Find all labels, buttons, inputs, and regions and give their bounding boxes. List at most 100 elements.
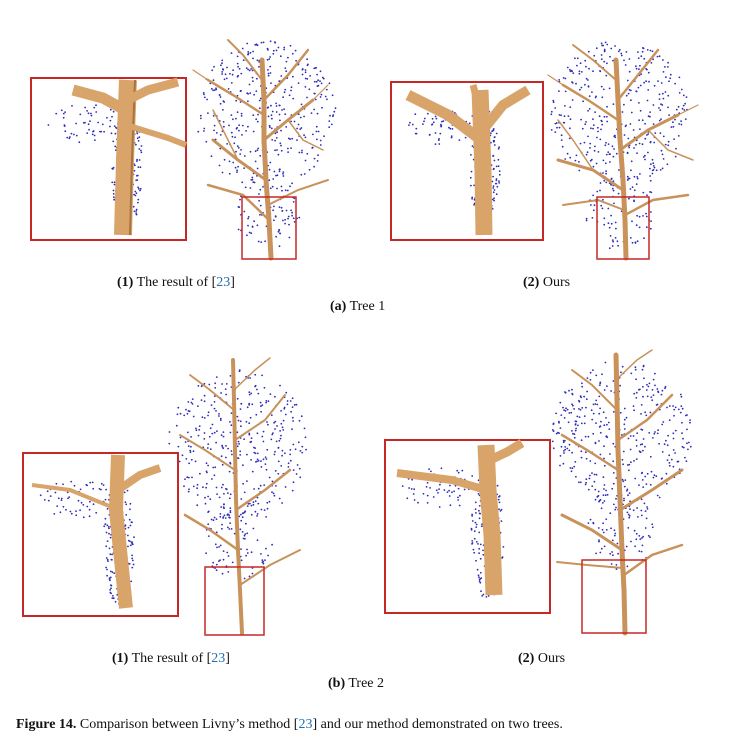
point <box>498 496 500 498</box>
point <box>55 482 58 485</box>
point <box>568 449 571 452</box>
point <box>591 485 594 487</box>
point <box>187 431 189 434</box>
point <box>674 452 676 454</box>
point <box>218 560 220 562</box>
point <box>245 522 247 525</box>
point <box>492 129 495 132</box>
point <box>454 484 457 487</box>
point <box>238 124 241 126</box>
point <box>124 501 127 504</box>
point <box>442 120 445 122</box>
point <box>299 128 302 130</box>
point <box>86 132 89 134</box>
point <box>635 65 637 68</box>
point <box>256 460 258 463</box>
point <box>272 52 275 55</box>
point <box>225 488 228 491</box>
point <box>272 178 275 180</box>
point <box>233 142 236 145</box>
point <box>256 452 259 455</box>
point <box>49 495 52 497</box>
point <box>319 80 321 82</box>
point <box>597 126 599 129</box>
point <box>640 550 643 553</box>
point <box>585 457 588 460</box>
point <box>283 48 285 51</box>
citation-link[interactable]: 23 <box>211 651 226 666</box>
point <box>238 443 241 445</box>
point <box>224 388 227 390</box>
point <box>198 428 201 431</box>
point <box>237 228 240 231</box>
point <box>256 513 259 515</box>
point <box>660 149 663 152</box>
point <box>230 450 233 452</box>
point <box>607 421 610 424</box>
point <box>600 119 603 122</box>
point <box>277 447 280 449</box>
citation-link[interactable]: 23 <box>216 275 231 290</box>
point <box>313 92 316 95</box>
point <box>210 404 213 406</box>
point <box>106 574 108 577</box>
point <box>316 73 318 76</box>
point <box>230 52 233 54</box>
point <box>221 383 224 385</box>
point <box>592 118 594 120</box>
citation-link[interactable]: 23 <box>298 717 313 732</box>
point <box>564 90 567 93</box>
point <box>107 560 109 562</box>
point <box>481 595 484 597</box>
point <box>79 509 81 512</box>
point <box>106 540 109 542</box>
point <box>56 505 59 507</box>
point <box>221 59 224 62</box>
point <box>493 199 495 202</box>
figure-label: Figure 14. <box>16 717 77 732</box>
point <box>296 127 298 130</box>
point <box>583 415 586 417</box>
point <box>628 58 631 60</box>
point <box>197 130 200 133</box>
point <box>207 511 210 513</box>
point <box>605 518 608 520</box>
point <box>642 47 644 49</box>
point <box>64 130 67 133</box>
point <box>470 184 472 187</box>
point <box>135 208 138 211</box>
point <box>665 472 668 475</box>
point <box>611 487 614 490</box>
point <box>591 472 593 474</box>
point <box>275 485 277 487</box>
point <box>550 110 553 113</box>
point <box>439 483 441 486</box>
point <box>564 105 566 107</box>
point <box>621 365 624 368</box>
point <box>574 423 577 426</box>
point <box>645 414 648 417</box>
point <box>223 78 226 81</box>
point <box>610 563 613 565</box>
point <box>649 411 652 414</box>
point <box>479 543 482 546</box>
point <box>181 454 184 457</box>
point <box>168 442 171 445</box>
point <box>642 156 645 158</box>
point <box>641 544 644 547</box>
point <box>134 194 137 197</box>
point <box>126 489 129 492</box>
point <box>617 50 620 53</box>
point <box>498 182 501 184</box>
point <box>684 456 686 459</box>
point <box>589 159 592 162</box>
point <box>256 224 259 227</box>
point <box>661 167 664 170</box>
point <box>249 187 252 189</box>
point <box>106 524 109 527</box>
point <box>463 488 466 491</box>
point <box>642 486 645 488</box>
point <box>108 547 111 550</box>
point <box>286 189 289 192</box>
point <box>279 119 281 122</box>
